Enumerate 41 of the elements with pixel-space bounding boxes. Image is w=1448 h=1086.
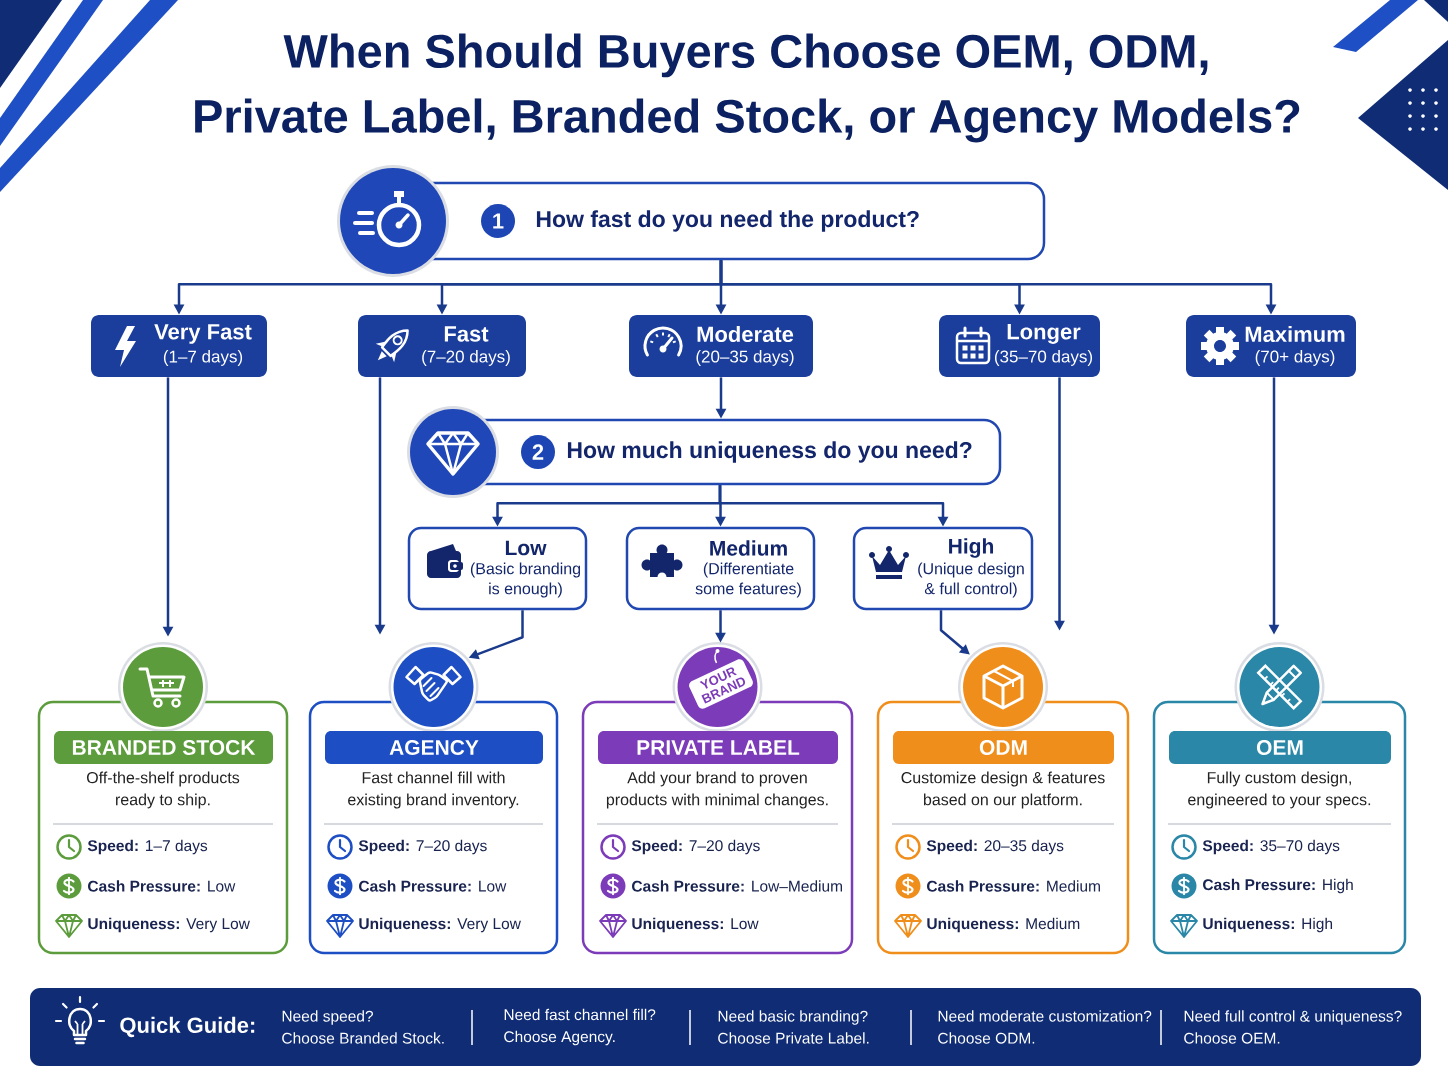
card-banner: OEM [1169, 731, 1391, 764]
option-box: Medium (Differentiate some features) [625, 526, 816, 611]
option-box: Moderate (20–35 days) [629, 315, 813, 377]
card-banner: BRANDED STOCK [54, 731, 273, 764]
attribute-text: Cash Pressure: High [1203, 878, 1353, 894]
option-box: Fast (7–20 days) [358, 315, 526, 377]
attribute-text: Uniqueness: Very Low [359, 917, 521, 933]
description-text: Add your brand to proven products with minimal changes. [606, 771, 828, 809]
guide-text: Need basic branding? Choose Private Label. [718, 1010, 869, 1044]
card-banner: PRIVATE LABEL [598, 731, 838, 764]
attribute-text: Speed: 7–20 days [358, 839, 487, 855]
card-banner: AGENCY [325, 731, 543, 764]
description-text: Fully custom design, engineered to your specs. [1188, 771, 1371, 809]
attribute-text: Uniqueness: Very Low [88, 917, 250, 933]
description-text: Fast channel fill with existing brand inventory. [348, 771, 519, 809]
attribute-text: Uniqueness: Medium [927, 917, 1080, 933]
title: When Should Buyers Choose OEM, ODM, Private Label, Branded Stock, or Agency Models? [195, 33, 1300, 143]
option-box: High (Unique design & full control) [852, 526, 1034, 611]
option-box: Longer (35–70 days) [939, 315, 1100, 377]
card-banner: ODM [893, 731, 1114, 764]
attribute-text: Speed: 20–35 days [926, 839, 1064, 855]
option-box: Very Fast (1–7 days) [91, 315, 267, 377]
attribute-text: Cash Pressure: Medium [927, 880, 1100, 892]
attribute-text: Cash Pressure: Low–Medium [632, 880, 842, 892]
attribute-text: Uniqueness: High [1203, 917, 1333, 933]
option-box: Low (Basic branding is enough) [407, 526, 588, 611]
attribute-text: Speed: 1–7 days [87, 839, 208, 855]
attribute-text: Uniqueness: Low [632, 917, 759, 933]
option-box: Maximum (70+ days) [1186, 315, 1356, 377]
guide-heading: Quick Guide: [120, 1016, 255, 1038]
guide-text: Need fast channel fill? Choose Agency. [504, 1008, 656, 1046]
description-text: Off-the-shelf products ready to ship. [87, 771, 240, 809]
attribute-text: Cash Pressure: Low [88, 880, 236, 892]
attribute-text: Speed: 35–70 days [1202, 839, 1340, 855]
attribute-text: Cash Pressure: Low [359, 880, 507, 892]
guide-text: Need speed? Choose Branded Stock. [282, 1010, 444, 1044]
guide-text: Need full control & uniqueness? Choose OEM. [1184, 1010, 1402, 1044]
guide-text: Need moderate customization? Choose ODM. [938, 1010, 1152, 1044]
arrow [939, 610, 970, 655]
description-text: Customize design & features based on our platform. [901, 771, 1105, 809]
attribute-text: Speed: 7–20 days [631, 839, 760, 855]
